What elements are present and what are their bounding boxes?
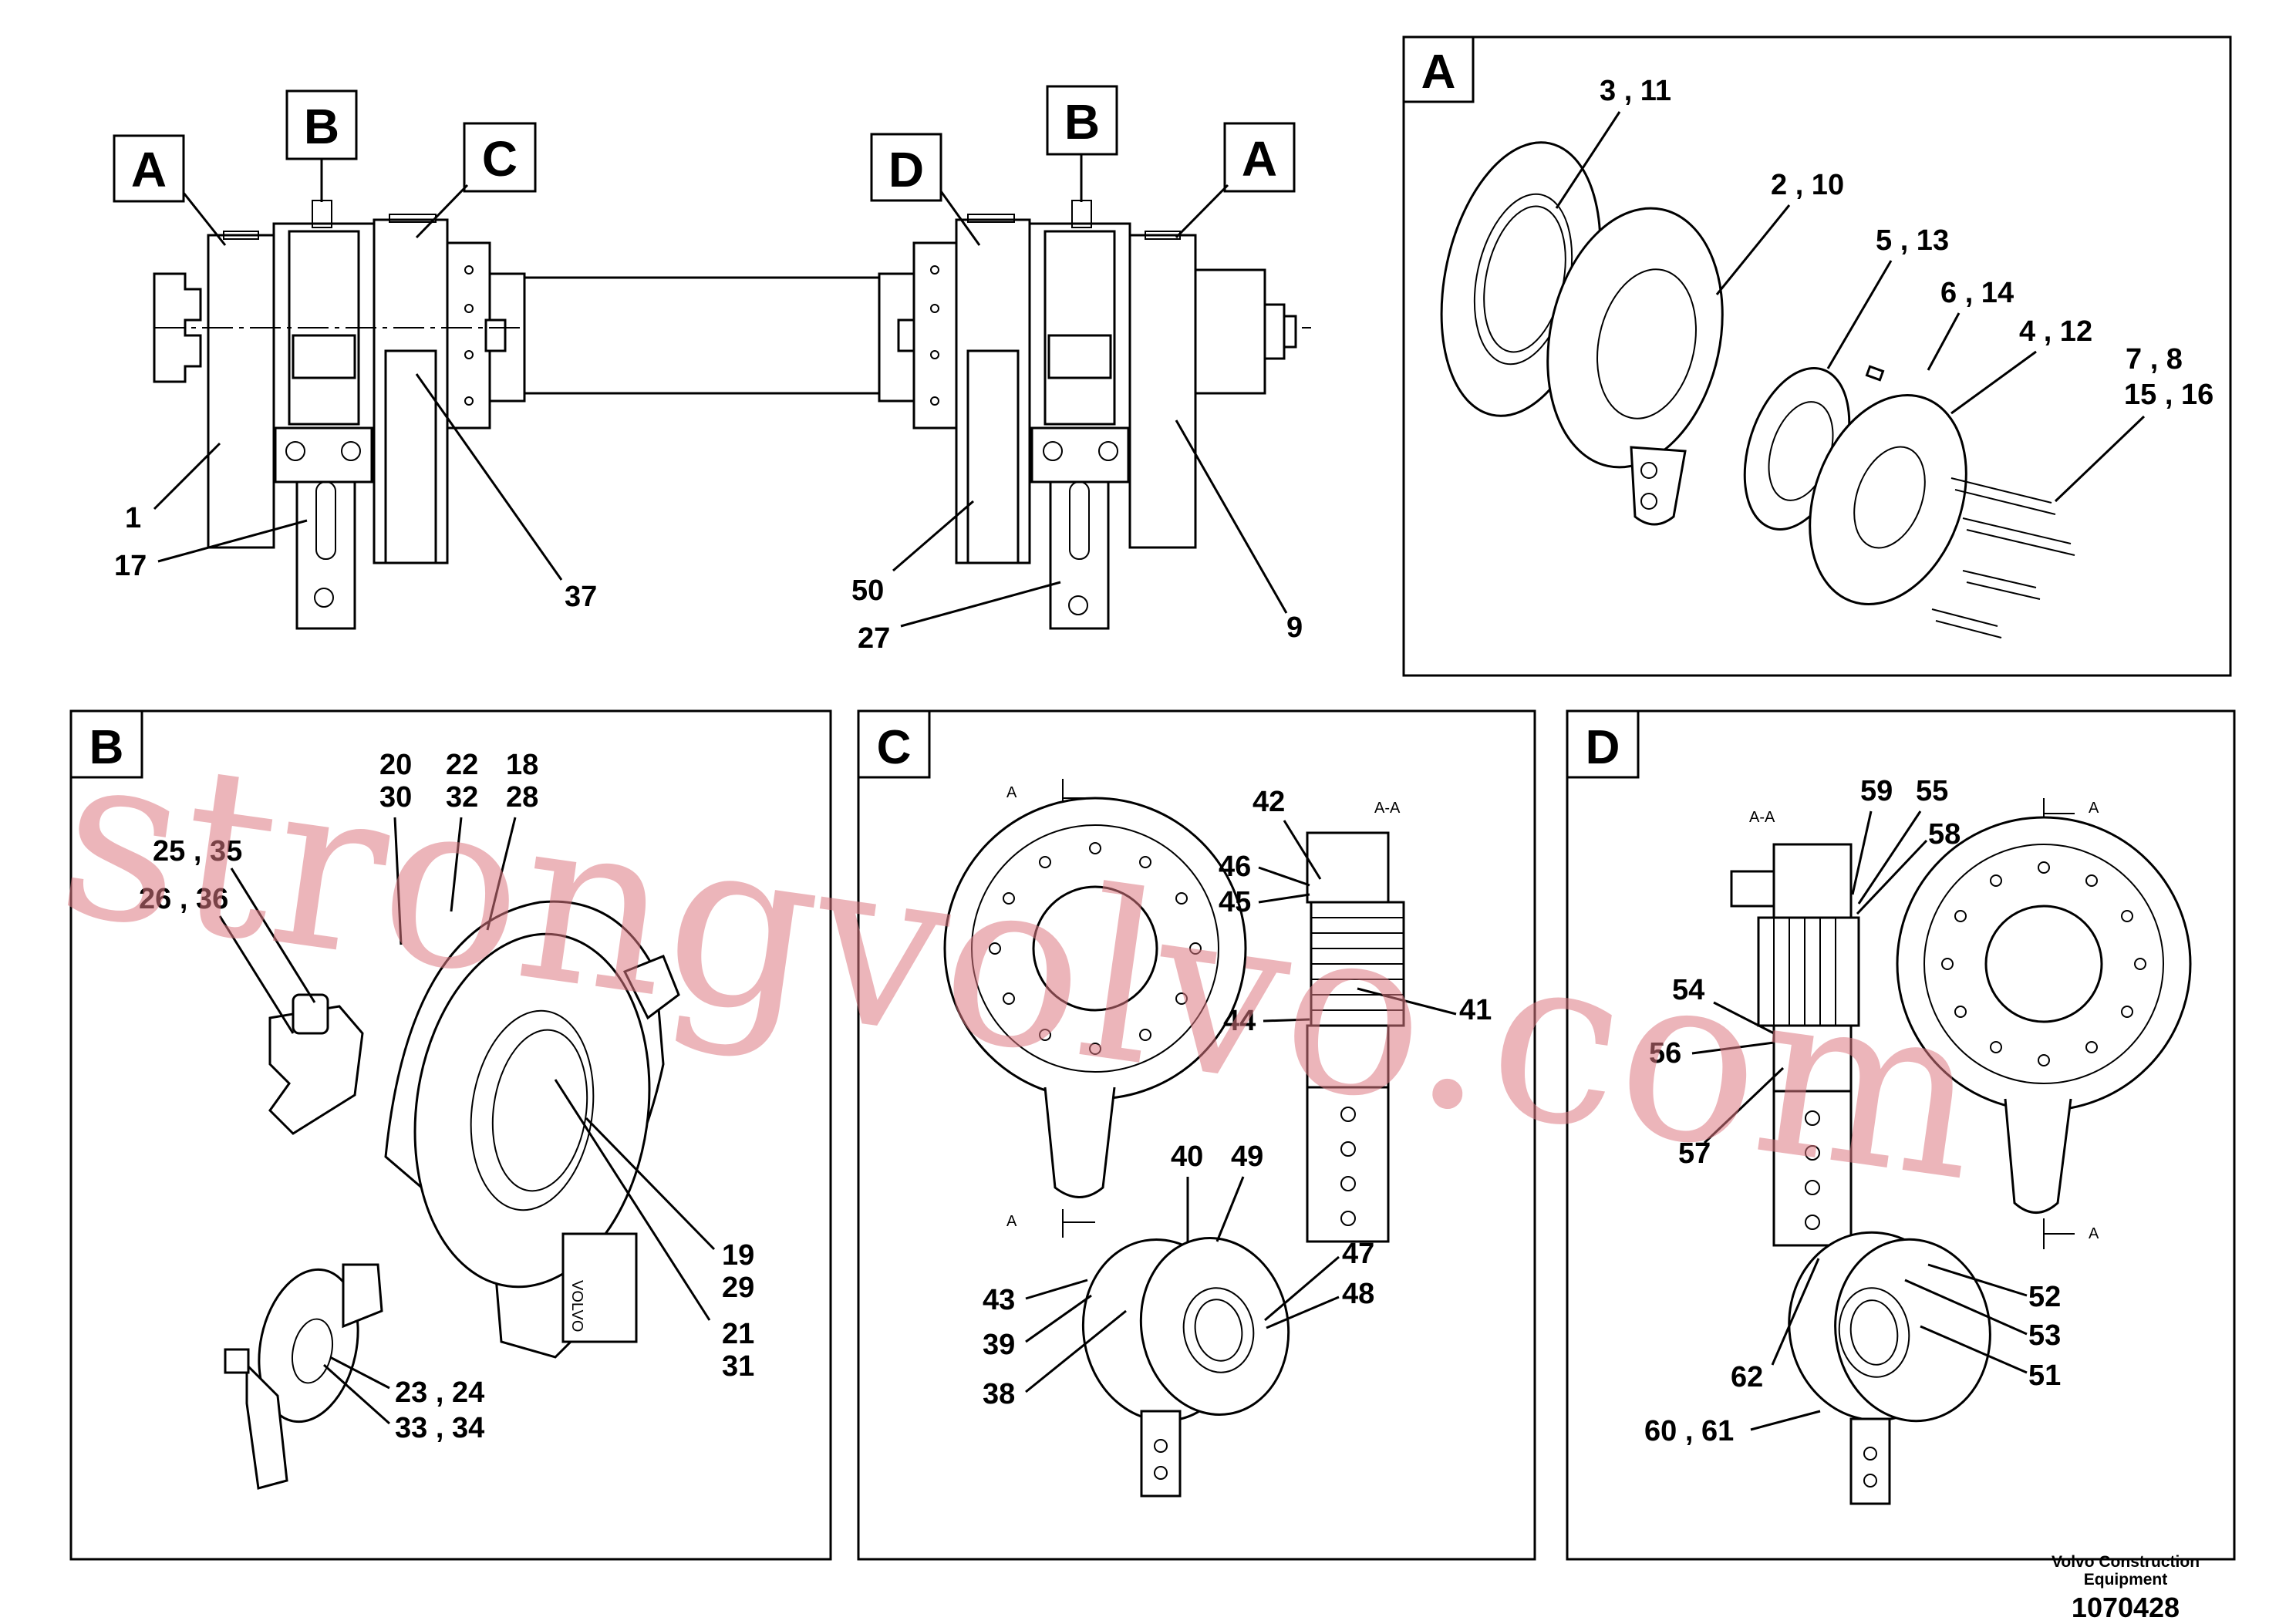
label-23-24: 23 , 24 [395, 1376, 484, 1409]
label-19: 19 [722, 1239, 754, 1272]
label-43: 43 [983, 1284, 1015, 1316]
label-2-10: 2 , 10 [1771, 169, 1844, 201]
label-28: 28 [506, 781, 538, 814]
overview-right-assembly [878, 193, 1297, 630]
footer-company-line2: Equipment [2083, 1571, 2168, 1589]
label-38: 38 [983, 1378, 1015, 1410]
label-53: 53 [2028, 1319, 2061, 1352]
label-49: 49 [1231, 1141, 1263, 1173]
label-47: 47 [1342, 1238, 1374, 1270]
label-32: 32 [446, 781, 478, 814]
overview-labels: 1 17 37 50 27 9 [114, 373, 1303, 655]
label-21: 21 [722, 1318, 754, 1350]
section-label-d: A-A [1749, 809, 1775, 826]
label-55: 55 [1916, 775, 1948, 807]
panel-c: C A A A-A [857, 709, 1536, 1561]
label-48: 48 [1342, 1278, 1374, 1310]
overview-shaft [523, 276, 881, 395]
section-mark-c-top: A [1006, 784, 1017, 801]
footer-company: Volvo Construction Equipment [2010, 1553, 2241, 1589]
label-17: 17 [114, 550, 147, 582]
label-52: 52 [2028, 1281, 2061, 1313]
label-45: 45 [1219, 886, 1251, 918]
section-mark-d-top: A [2089, 800, 2099, 817]
label-40: 40 [1171, 1141, 1203, 1173]
label-9: 9 [1286, 612, 1303, 644]
label-56: 56 [1649, 1037, 1681, 1070]
section-mark-d-bottom: A [2089, 1225, 2099, 1242]
label-46: 46 [1219, 851, 1251, 883]
label-39: 39 [983, 1329, 1015, 1361]
callout-b-right: B [1064, 94, 1100, 150]
label-29: 29 [722, 1272, 754, 1304]
label-22: 22 [446, 749, 478, 781]
label-6-14: 6 , 14 [1940, 277, 2014, 309]
callout-a-right: A [1242, 131, 1277, 187]
label-42: 42 [1253, 786, 1285, 818]
callout-b-left: B [304, 99, 339, 154]
label-4-12: 4 , 12 [2019, 315, 2092, 348]
label-51: 51 [2028, 1360, 2061, 1392]
label-59: 59 [1860, 775, 1893, 807]
panel-b-letter: B [89, 721, 124, 774]
label-31: 31 [722, 1350, 754, 1383]
label-33-34: 33 , 34 [395, 1412, 484, 1444]
panel-a: A 3 , 11 2 , 10 5 , 13 6 , 14 [1402, 35, 2232, 677]
housing-text: VOLVO [568, 1280, 585, 1332]
callout-d-right: D [888, 142, 924, 197]
label-25-35: 25 , 35 [153, 835, 242, 868]
label-50: 50 [851, 574, 884, 607]
footer-doc-number: 1070428 [2071, 1592, 2180, 1623]
panel-d: D A-A A A [1566, 709, 2236, 1561]
label-54: 54 [1672, 974, 1704, 1006]
label-5-13: 5 , 13 [1876, 224, 1949, 257]
panel-a-letter: A [1421, 45, 1456, 99]
overview-left-assembly [153, 193, 1311, 630]
watermark-text: strongvolvo.com [46, 698, 1995, 1233]
label-15-16: 15 , 16 [2124, 379, 2213, 411]
label-18: 18 [506, 749, 538, 781]
label-7-8: 7 , 8 [2126, 343, 2183, 376]
label-44: 44 [1223, 1005, 1256, 1037]
panel-d-letter: D [1586, 721, 1620, 774]
footer-company-line1: Volvo Construction [2051, 1553, 2200, 1571]
label-58: 58 [1928, 818, 1961, 851]
section-label-c: A-A [1374, 800, 1401, 817]
callout-c-left: C [482, 131, 518, 187]
overview-callouts: A B C D B A [113, 85, 1296, 246]
label-27: 27 [858, 622, 890, 655]
label-1: 1 [125, 502, 141, 534]
panel-b: B VOLVO 20 30 22 32 18 28 25 , 35 26 , 3… [69, 709, 832, 1561]
label-30: 30 [379, 781, 412, 814]
callout-a-left: A [131, 142, 167, 197]
label-62: 62 [1731, 1361, 1763, 1393]
label-26-36: 26 , 36 [139, 883, 228, 915]
panel-c-letter: C [877, 721, 912, 774]
label-37: 37 [565, 581, 597, 613]
label-60-61: 60 , 61 [1644, 1415, 1734, 1447]
label-41: 41 [1459, 994, 1492, 1026]
label-3-11: 3 , 11 [1600, 75, 1671, 107]
section-mark-c-bottom: A [1006, 1213, 1017, 1230]
label-20: 20 [379, 749, 412, 781]
